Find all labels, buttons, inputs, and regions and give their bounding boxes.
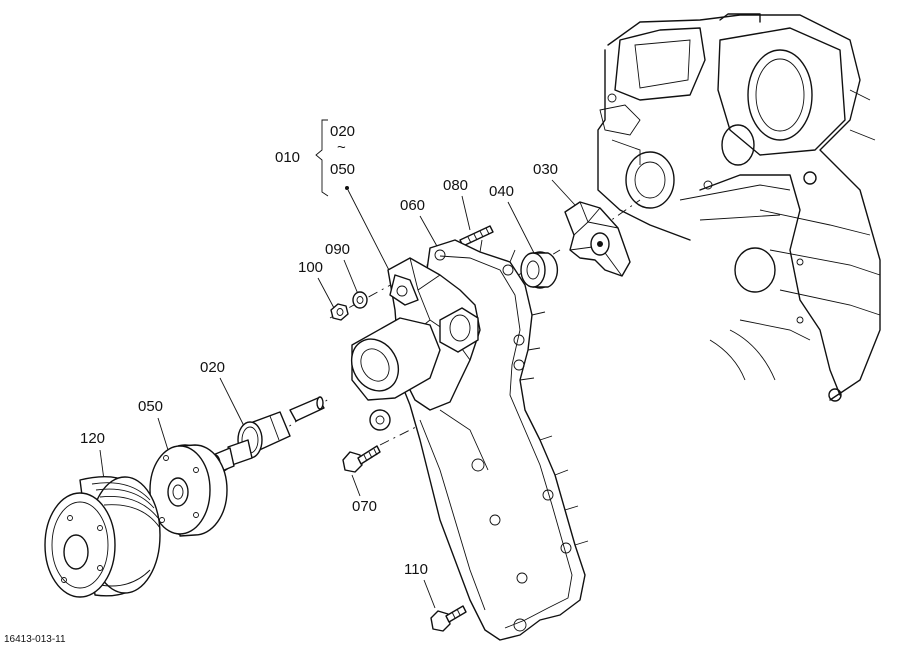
callout-100: 100 xyxy=(298,259,323,276)
leader-100 xyxy=(317,277,335,309)
shaft-bearing-020 xyxy=(209,396,325,474)
callout-range-start: 020 xyxy=(330,123,355,140)
callout-030: 030 xyxy=(533,161,558,178)
leader-050 xyxy=(157,417,169,451)
assembly-callout-group: 010 020 ~ 050 xyxy=(275,119,394,279)
callout-120: 120 xyxy=(80,430,105,447)
nut-100 xyxy=(330,303,349,321)
hub-050 xyxy=(149,444,228,537)
assembly-ref-dot xyxy=(345,186,349,190)
callout-080: 080 xyxy=(443,177,468,194)
impeller-030 xyxy=(564,201,631,277)
callout-110: 110 xyxy=(404,561,428,578)
leader-090 xyxy=(343,259,359,295)
callout-010: 010 xyxy=(275,149,300,166)
leader-110 xyxy=(423,579,436,609)
callout-050: 050 xyxy=(138,398,163,415)
leader-040 xyxy=(507,201,536,256)
figure-id: 16413-013-11 xyxy=(4,634,66,645)
engine-block-drawing xyxy=(597,13,881,402)
callout-range-sep: ~ xyxy=(337,139,346,156)
callout-060: 060 xyxy=(400,197,425,214)
stud-080 xyxy=(459,225,494,247)
leader-080 xyxy=(461,195,471,231)
assembly-brace xyxy=(315,119,329,197)
callout-070: 070 xyxy=(352,498,377,515)
leader-060 xyxy=(419,215,439,249)
callout-020: 020 xyxy=(200,359,225,376)
seal-040 xyxy=(520,251,559,289)
callout-range-end: 050 xyxy=(330,161,355,178)
leader-070 xyxy=(351,474,361,497)
leader-010 xyxy=(347,189,394,279)
leader-120 xyxy=(99,449,105,481)
leader-020 xyxy=(219,377,246,429)
pump-housing-060 xyxy=(350,239,589,641)
callout-040: 040 xyxy=(489,183,514,200)
washer-090 xyxy=(352,291,368,309)
bolt-070 xyxy=(342,445,381,473)
center-axis-bolt070 xyxy=(379,424,421,446)
leader-030 xyxy=(551,179,576,206)
pulley-120 xyxy=(44,475,161,598)
callout-090: 090 xyxy=(325,241,350,258)
bolt-110 xyxy=(430,605,467,632)
